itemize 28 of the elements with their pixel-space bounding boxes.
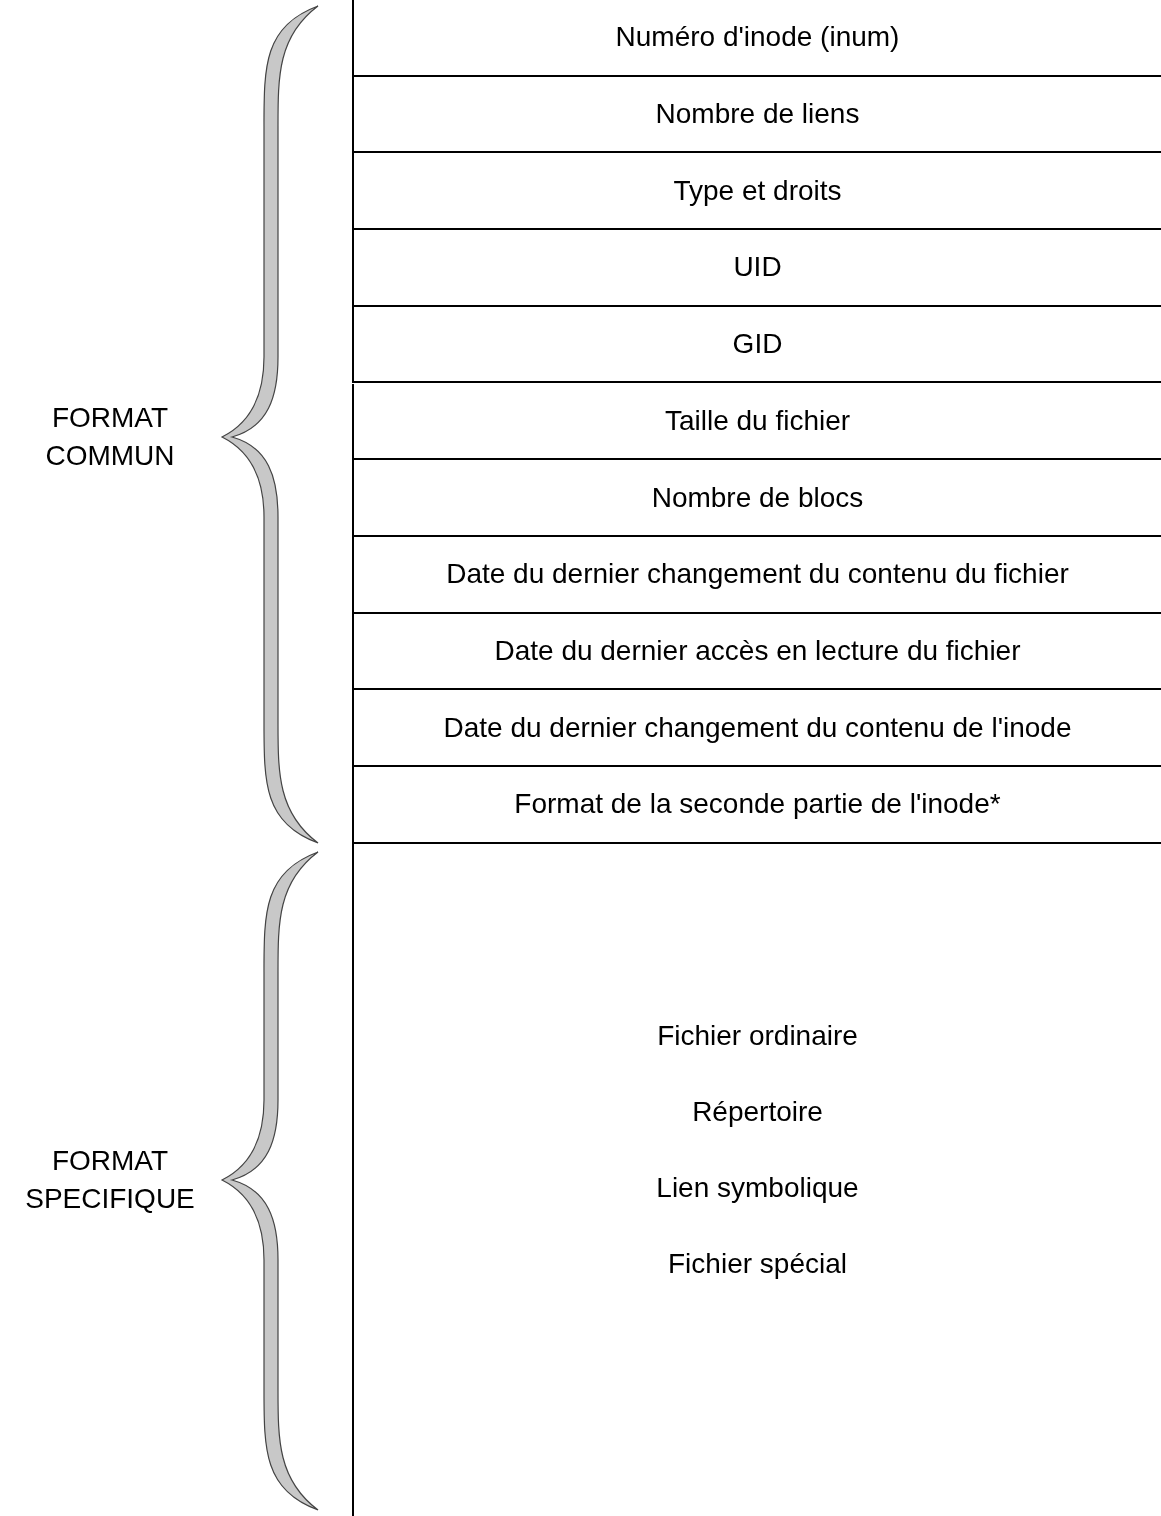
table-row: [352, 306, 1161, 384]
field-label: Date du dernier changement du contenu de l'inode: [443, 711, 1072, 744]
field-label: Numéro d'inode (inum): [615, 21, 900, 54]
table-row: [352, 230, 1161, 307]
table-row: [352, 613, 1161, 691]
table-row: [352, 767, 1161, 844]
field-label: UID: [733, 251, 782, 284]
field-label: Date du dernier changement du contenu du fichier: [446, 558, 1069, 591]
field-label: Nombre de blocs: [651, 481, 864, 514]
field-label: Lien symbolique: [656, 1171, 859, 1204]
table-row: [352, 153, 1161, 231]
field-label: Fichier spécial: [668, 1247, 847, 1280]
table-row: [352, 460, 1161, 537]
field-label: Nombre de liens: [655, 98, 860, 131]
field-label: Fichier ordinaire: [657, 1019, 858, 1052]
section-label: FORMAT COMMUN: [44, 401, 176, 473]
table-row: [352, 536, 1161, 614]
field-label: Date du dernier accès en lecture du fichier: [494, 634, 1021, 667]
table-row: [352, 0, 1161, 77]
table-row: [352, 383, 1161, 461]
table-row: [352, 76, 1161, 154]
field-label: Taille du fichier: [664, 404, 851, 437]
field-label: GID: [732, 328, 783, 361]
section-label: FORMAT SPECIFIQUE: [24, 1144, 196, 1216]
field-label: Format de la seconde partie de l'inode*: [514, 788, 1001, 821]
field-label: Répertoire: [692, 1095, 823, 1128]
field-label: Type et droits: [673, 174, 842, 207]
table-row: [352, 690, 1161, 767]
